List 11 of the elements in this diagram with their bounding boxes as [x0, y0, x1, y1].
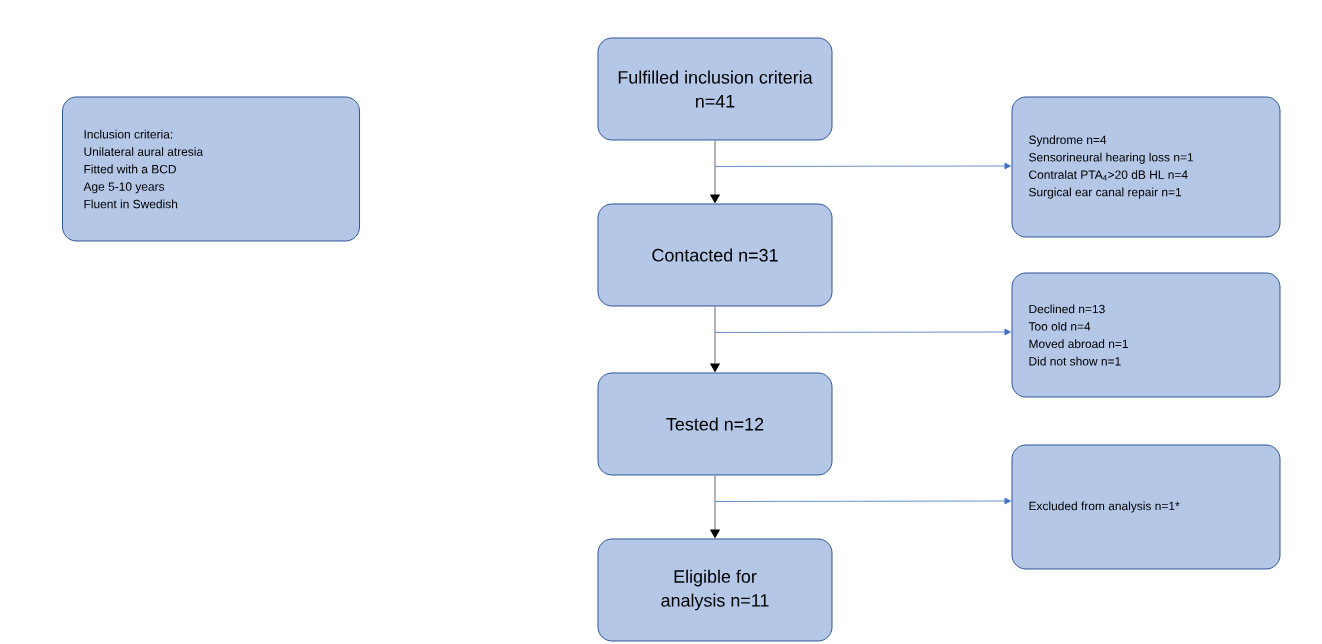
step-box: Contacted n=31 — [597, 203, 833, 307]
arrow — [714, 162, 1011, 170]
step-box: Eligible for analysis n=11 — [597, 538, 833, 642]
note-box: Declined n=13 Too old n=4 Moved abroad n=1 Did not show n=1 — [1011, 272, 1281, 398]
note-box: Excluded from analysis n=1* — [1011, 444, 1281, 570]
arrow — [714, 497, 1011, 505]
note-box: Inclusion criteria: Unilateral aural atresia Fitted with a BCD Age 5-10 years Fluent in Swedish — [62, 96, 360, 242]
step-box: Tested n=12 — [597, 372, 833, 476]
note-box: Syndrome n=4 Sensorineural hearing loss n=1 Contralat PTA$_{4}$>20 dB HL n=4 Surgical ear canal repair n=1 — [1011, 96, 1281, 238]
step-box: Fulfilled inclusion criteria n=41 — [597, 37, 833, 141]
arrow — [714, 328, 1011, 336]
